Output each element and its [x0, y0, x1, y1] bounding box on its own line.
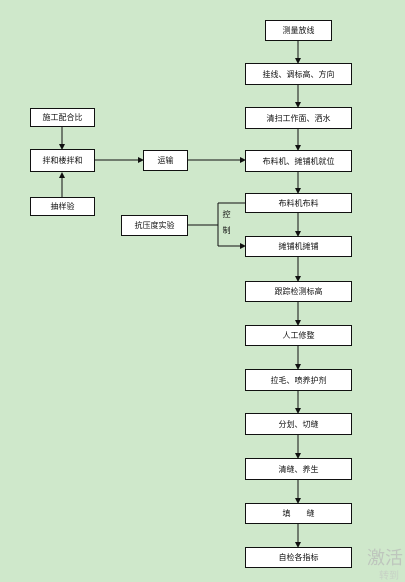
- box-strength-test: 抗压度实验: [121, 215, 188, 236]
- box-mixing-station: 拌和楼拌和: [30, 149, 95, 172]
- step-paver-paving: 摊铺机摊铺: [245, 236, 352, 257]
- step-paver-positioning: 布料机、摊铺机就位: [245, 150, 352, 172]
- step-spreader-distribution: 布料机布料: [245, 193, 352, 213]
- step-self-inspection: 自检各指标: [245, 547, 352, 568]
- step-clean-surface: 清扫工作面、洒水: [245, 107, 352, 129]
- control-label: 控制: [222, 210, 231, 242]
- watermark-goto: 转到: [379, 571, 399, 582]
- box-sample-test: 抽样验: [30, 197, 95, 216]
- step-elevation-tracking: 跟踪检测标高: [245, 281, 352, 302]
- step-manual-trimming: 人工修整: [245, 325, 352, 346]
- watermark-activate: 激活: [367, 548, 403, 569]
- step-clean-cure: 清缝、养生: [245, 458, 352, 480]
- step-texturing-curing: 拉毛、喷养护剂: [245, 369, 352, 391]
- step-joint-filling: 填 缝: [245, 503, 352, 524]
- step-survey-layout: 测量放线: [265, 20, 332, 41]
- step-string-line: 挂线、调标高、方向: [245, 63, 352, 85]
- step-joint-cutting: 分划、切缝: [245, 413, 352, 435]
- box-mix-ratio: 施工配合比: [30, 108, 95, 127]
- box-transport: 运输: [143, 150, 188, 171]
